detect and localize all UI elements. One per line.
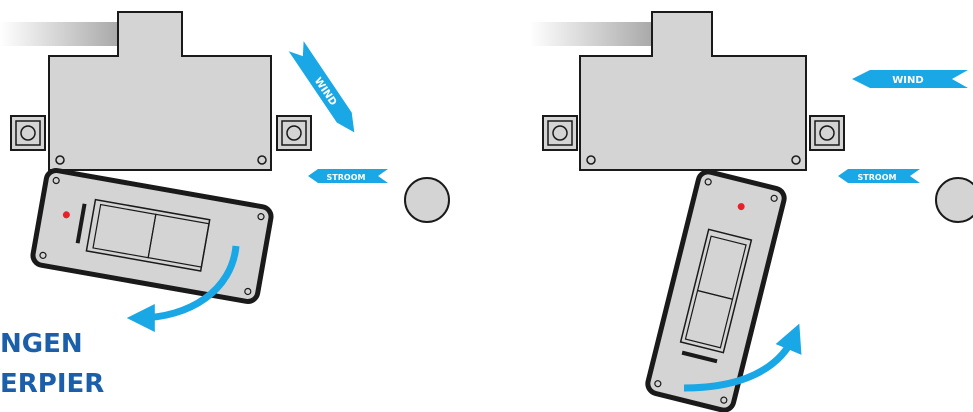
boat xyxy=(645,169,787,412)
navigation-light xyxy=(62,211,70,219)
mooring-cleat xyxy=(10,115,46,151)
pier-bolt xyxy=(257,155,267,165)
mooring-cleat xyxy=(276,115,312,151)
pier-structure xyxy=(579,11,807,171)
gangway-bar xyxy=(0,22,118,46)
mooring-pile xyxy=(935,177,973,223)
turn-arrow xyxy=(683,323,802,392)
turn-arrow xyxy=(126,245,240,332)
pier-structure xyxy=(48,11,272,171)
wind-arrow: WIND xyxy=(852,70,968,88)
boat xyxy=(30,168,274,304)
heading-line-1: NGEN xyxy=(0,329,83,359)
right-panel: WIND STROOM xyxy=(530,11,973,412)
pier-bolt xyxy=(55,155,65,165)
heading-line-2: ERPIER xyxy=(0,369,104,399)
pier-bolt xyxy=(586,155,596,165)
current-arrow: STROOM xyxy=(838,169,920,183)
pier-bolt xyxy=(791,155,801,165)
wind-label: WIND xyxy=(892,75,923,86)
mooring-cleat xyxy=(542,115,578,151)
navigation-light xyxy=(737,203,745,211)
mooring-pile xyxy=(404,177,450,223)
mooring-cleat xyxy=(809,115,845,151)
current-arrow: STROOM xyxy=(308,169,388,183)
current-label: STROOM xyxy=(327,173,366,182)
left-panel: WIND STROOM NGEN ERPIER xyxy=(0,11,450,399)
gangway-bar xyxy=(530,22,652,46)
current-label: STROOM xyxy=(858,173,897,182)
